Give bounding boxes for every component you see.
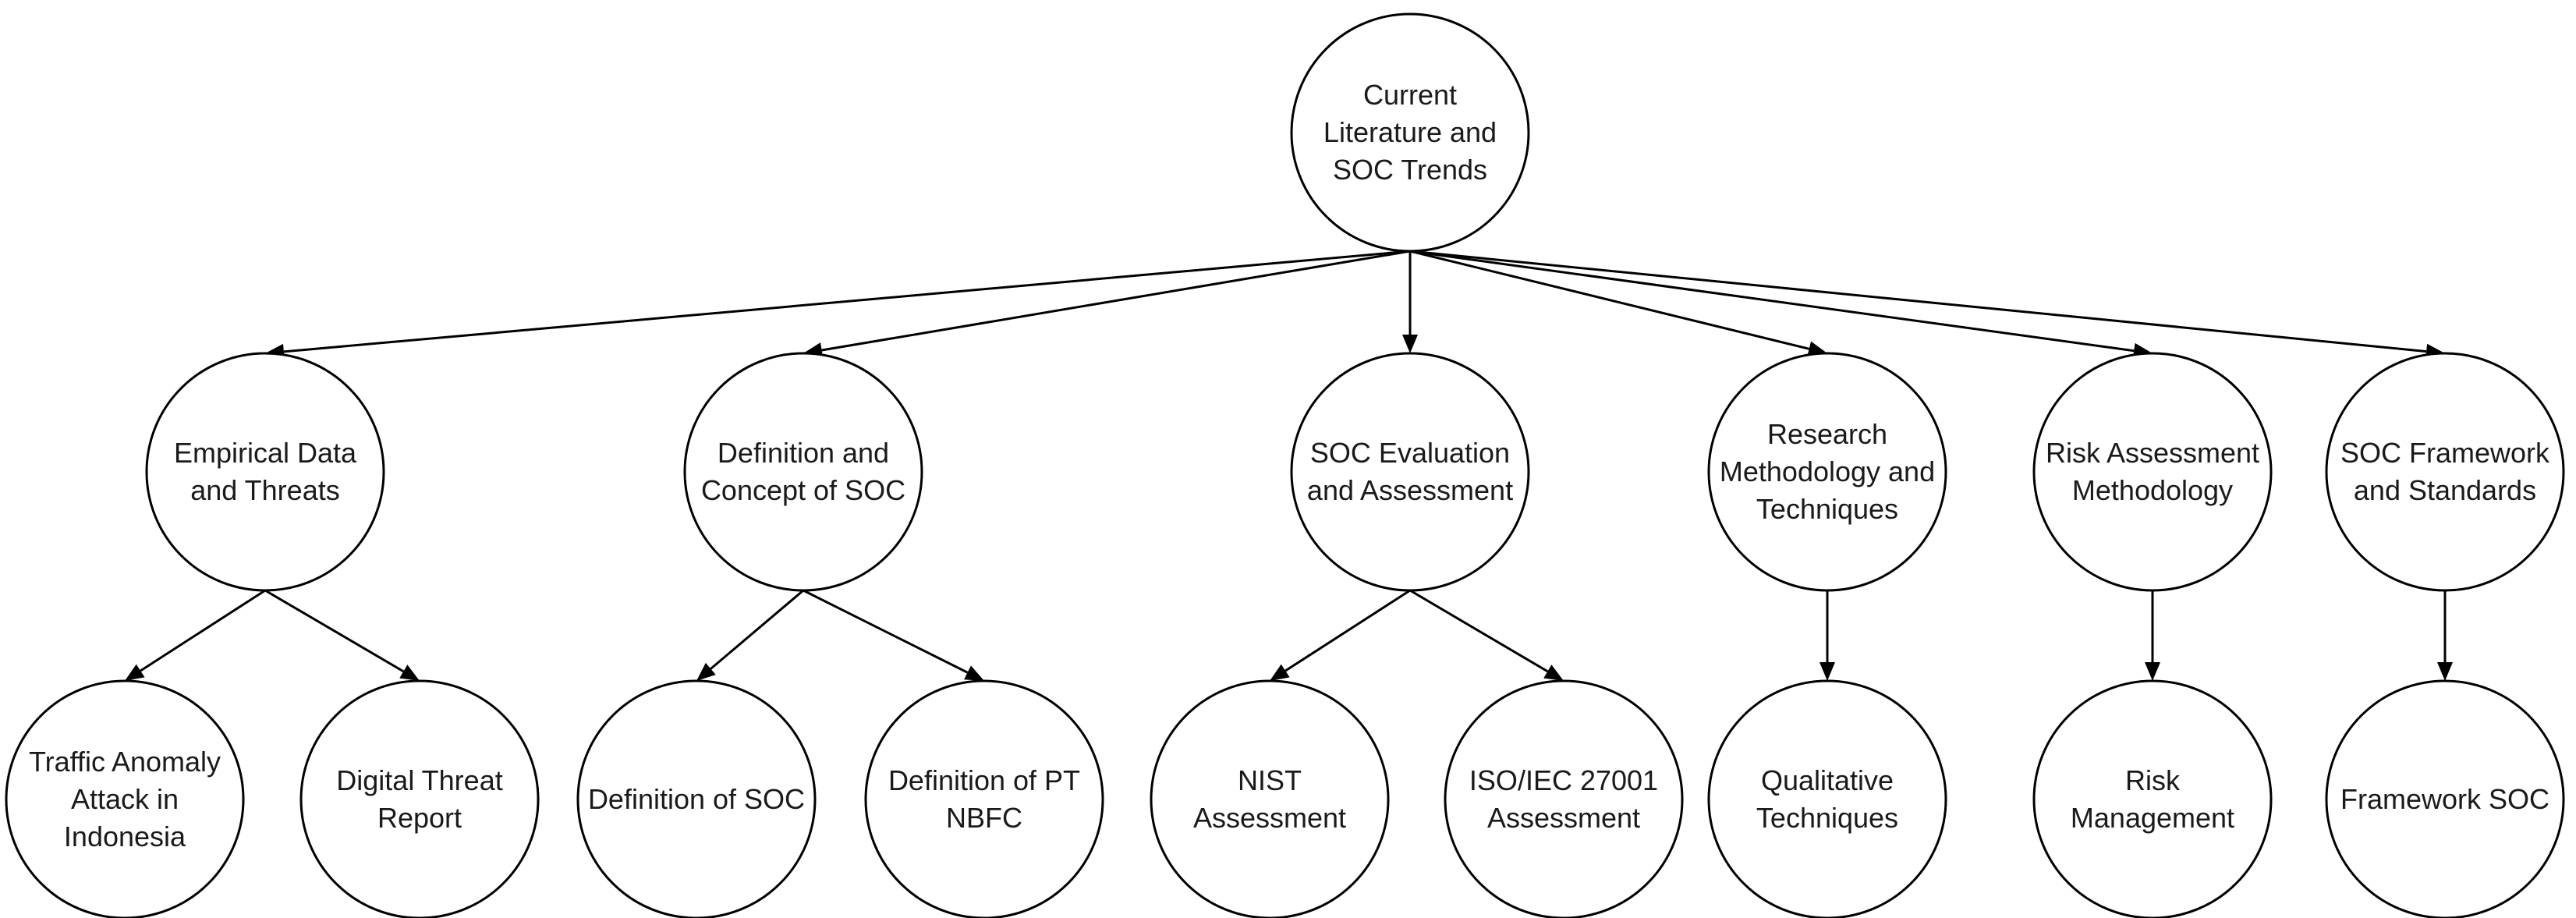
edge-c1-l2 — [264, 589, 405, 673]
arrow-head-l7 — [1819, 662, 1835, 681]
node-circle-c3 — [1290, 352, 1530, 592]
arrow-head-c3 — [1402, 335, 1418, 353]
node-circle-c4 — [1707, 352, 1947, 592]
edge-c3-l6 — [1409, 589, 1549, 673]
node-circle-l4 — [864, 679, 1104, 918]
edge-root-c1 — [283, 250, 1411, 353]
node-circle-c6 — [2325, 352, 2565, 592]
arrow-head-l1 — [125, 664, 145, 681]
nodes — [5, 12, 2565, 918]
node-circle-root — [1290, 12, 1530, 253]
edge-root-c5 — [1409, 250, 2135, 353]
node-circle-l2 — [299, 679, 540, 918]
arrow-head-l8 — [2145, 662, 2160, 681]
node-circle-l9 — [2325, 679, 2565, 918]
arrow-head-l9 — [2437, 662, 2453, 681]
node-circle-l3 — [576, 679, 817, 918]
edge-root-c2 — [821, 250, 1411, 352]
arrow-head-l5 — [1270, 664, 1290, 681]
node-circle-l8 — [2032, 679, 2273, 918]
node-circle-l6 — [1444, 679, 1684, 918]
arrow-head-l2 — [399, 665, 420, 681]
node-circle-c2 — [683, 352, 923, 592]
node-circle-l7 — [1707, 679, 1947, 918]
edge-c1-l1 — [140, 589, 266, 672]
node-circle-l1 — [5, 679, 245, 918]
node-circle-c1 — [145, 352, 385, 592]
edge-c3-l5 — [1284, 589, 1411, 672]
edge-root-c4 — [1409, 250, 1810, 350]
edge-c2-l4 — [803, 589, 969, 674]
edge-c2-l3 — [710, 589, 804, 670]
arrow-head-l4 — [964, 665, 984, 681]
node-circle-c5 — [2032, 352, 2273, 592]
node-circle-l5 — [1150, 679, 1390, 918]
edge-root-c6 — [1409, 250, 2427, 353]
arrow-head-l3 — [696, 662, 716, 681]
arrow-head-l6 — [1543, 665, 1564, 681]
